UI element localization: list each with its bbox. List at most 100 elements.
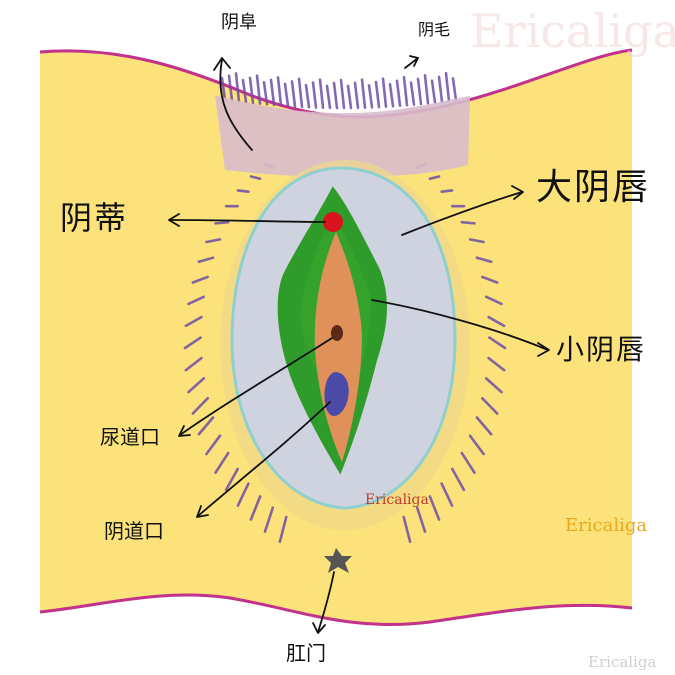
arrowhead-pubic-hair [409, 55, 419, 67]
arrowhead-labia-minora [537, 342, 550, 357]
arrow-mons-pubis [219, 59, 253, 151]
hair-stroke [197, 416, 215, 436]
hair-stroke [191, 396, 209, 415]
hair-stroke [475, 416, 493, 436]
anus [324, 548, 352, 573]
hair-stroke [360, 78, 367, 109]
hair-stroke [475, 256, 493, 264]
hair-stroke [423, 74, 430, 105]
hair-stroke [304, 83, 311, 109]
arrow-pubic-hair [404, 57, 419, 69]
hair-stroke [488, 336, 507, 350]
hair-stroke [248, 76, 255, 105]
hair-stroke [374, 80, 381, 109]
urethral-opening [331, 325, 343, 341]
hair-stroke [487, 315, 506, 328]
label-labia-minora: 小阴唇 [556, 333, 647, 366]
arrowhead-vaginal-opening [196, 505, 209, 518]
hair-stroke [214, 220, 230, 225]
hair-stroke [381, 77, 388, 108]
hair-stroke [460, 451, 476, 474]
vaginal-opening [324, 372, 349, 416]
watermark-center: Ericaliga [365, 492, 429, 508]
arrowhead-labia-majora [511, 185, 524, 200]
hair-stroke [184, 315, 203, 328]
arrow-anus [317, 571, 335, 633]
hair-stroke [325, 84, 332, 110]
hair-stroke [487, 356, 506, 372]
hair-stroke [227, 74, 234, 103]
hair-stroke [183, 336, 202, 350]
watermark-right: Ericaliga [565, 515, 648, 536]
arrowhead-mons-pubis [213, 57, 231, 71]
hair-stroke [290, 80, 297, 108]
hair-stroke [409, 81, 416, 106]
hair-stroke [395, 79, 402, 108]
hair-stroke [262, 80, 269, 106]
hair-stroke [214, 451, 230, 474]
hair-stroke [440, 189, 454, 193]
label-vaginal-opening: 阴道口 [104, 519, 164, 543]
hair-stroke [236, 482, 250, 507]
hair-stroke [416, 77, 423, 106]
watermark-bottom-right: Ericaliga [588, 653, 657, 671]
hair-stroke [451, 77, 458, 102]
hair-stroke [440, 482, 454, 507]
hair-stroke [184, 356, 203, 372]
label-urethral-opening: 尿道口 [100, 425, 160, 449]
hair-stroke [255, 74, 262, 105]
hair-stroke [187, 377, 206, 394]
hair-stroke [402, 75, 409, 107]
hair-stroke [437, 75, 444, 104]
arrow-labia-majora [401, 191, 523, 236]
hair-stroke [367, 84, 374, 109]
hair-stroke [451, 467, 466, 492]
hair-stroke [318, 78, 325, 110]
hair-stroke [468, 434, 485, 456]
hair-stroke [224, 467, 239, 492]
hair-stroke [481, 396, 499, 415]
arrowhead-clitoris [168, 213, 180, 227]
label-clitoris: 阴蒂 [60, 199, 129, 237]
hair-stroke [415, 506, 427, 533]
hair-stroke [241, 78, 248, 104]
hair-stroke [428, 495, 441, 521]
hair-stroke [481, 275, 499, 284]
hair-stroke [430, 79, 437, 104]
arrow-vaginal-opening [197, 401, 331, 517]
hair-stroke [278, 515, 288, 543]
hair-stroke [444, 71, 451, 103]
hair-stroke [346, 84, 353, 110]
hair-stroke [402, 515, 412, 543]
label-pubic-hair: 阴毛 [418, 20, 451, 39]
hair-stroke [205, 238, 222, 244]
hair-stroke [484, 377, 503, 394]
label-mons-pubis: 阴阜 [221, 12, 257, 33]
hair-stroke [311, 81, 318, 109]
hair-stroke [197, 256, 215, 264]
watermark-top: Ericaliga [470, 4, 675, 58]
hair-stroke [460, 220, 476, 225]
label-labia-majora: 大阴唇 [536, 167, 651, 208]
arrow-clitoris [169, 219, 326, 223]
hair-stroke [263, 506, 275, 533]
hair-stroke [468, 238, 485, 244]
hair-stroke [249, 175, 262, 181]
label-anus: 肛门 [286, 641, 326, 665]
hair-stroke [205, 434, 222, 456]
hair-stroke [234, 72, 241, 103]
arrow-urethral-opening [179, 337, 333, 436]
arrowhead-urethral-opening [178, 425, 191, 437]
arrow-labia-minora [371, 299, 549, 351]
hair-stroke [484, 295, 503, 306]
hair-stroke [276, 76, 283, 107]
hair-stroke [339, 78, 346, 110]
hair-stroke [428, 175, 441, 181]
hair-stroke [191, 275, 209, 284]
hair-stroke [220, 76, 227, 102]
hair-stroke [269, 78, 276, 107]
hair-stroke [332, 81, 339, 110]
mons-pubis [215, 95, 470, 178]
skin-bottom-border [39, 593, 633, 626]
